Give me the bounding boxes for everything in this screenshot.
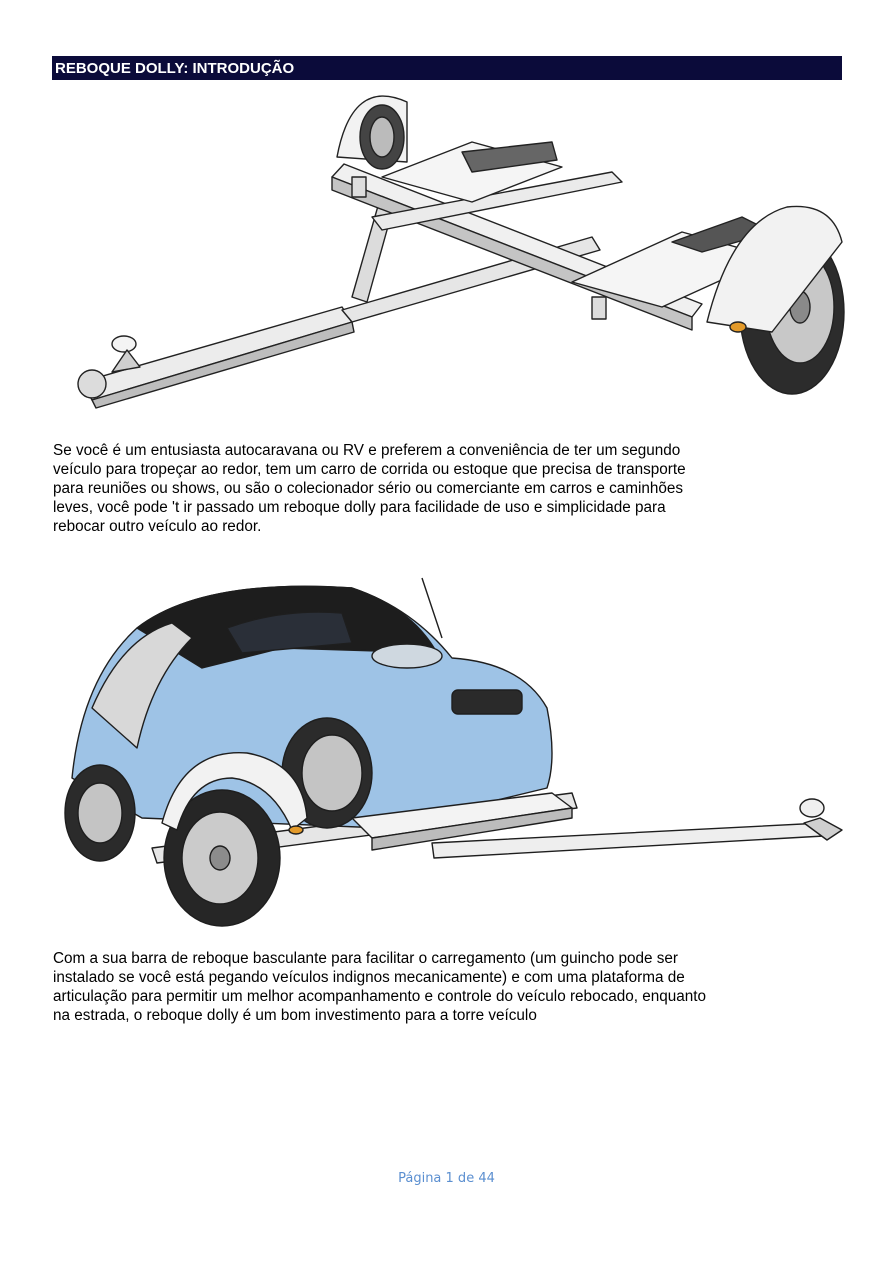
features-paragraph: Com a sua barra de reboque basculante pa… bbox=[53, 950, 707, 1024]
intro-paragraph: Se você é um entusiasta autocaravana ou … bbox=[53, 442, 686, 535]
section-title-bar: REBOQUE DOLLY: INTRODUÇÃO bbox=[52, 56, 842, 80]
page-number: Página 1 de 44 bbox=[398, 1171, 495, 1186]
tow-dolly-illustration bbox=[77, 95, 845, 409]
car-on-tow-dolly-illustration bbox=[64, 577, 843, 927]
section-title: REBOQUE DOLLY: INTRODUÇÃO bbox=[55, 60, 295, 77]
